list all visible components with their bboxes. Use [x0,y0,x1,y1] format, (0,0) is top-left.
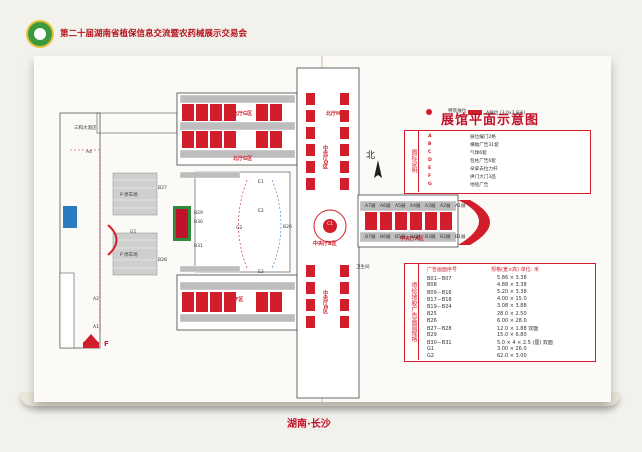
parking-2: P 停车场 [120,253,138,258]
spec-row-size: 12.0 × 1.88 双面 [497,325,539,332]
spec-row-no: B08 [427,282,437,289]
spec-row-size: 3.08 × 3.88 [497,303,527,310]
legend-key-c: C [428,150,432,155]
spec-side-title: 喷绘地胶广告画面规格 [404,263,419,360]
label-e2: E2 [258,209,264,214]
wc-label: 卫生间 [356,265,370,270]
legend-key-d: D [428,158,432,163]
legend-item-a: 展位编门2格 [470,135,496,140]
label-t3: 特03 [344,206,355,211]
label-b3: B3展 [425,235,436,240]
label-e1: E1 [258,180,264,185]
spec-row-size: 15.0 × 6.80 [497,331,527,338]
legend-item-g: 地毯广告 [470,183,489,188]
label-a4b: A4展 [410,204,421,209]
north-label: 北 [366,151,376,161]
label-b1: B1展 [455,235,466,240]
label-c1: C1 [327,222,334,227]
label-t2: 特02 [300,244,311,249]
zone-center-e: 中央厅E区 [322,290,328,314]
spec-row-size: 28.0 × 2.50 [497,310,527,317]
spec-row-size: 4.00 × 15.0 [497,296,527,303]
legend-booth-a: A展位 (3.0x3.0米) [486,111,526,116]
spec-row-size: 4.88 × 3.38 [497,282,527,289]
spec-row-size: 5.0 × 4 × 2.5 (厘) 双面 [497,339,553,346]
label-g1: G1 [130,230,137,235]
label-e3: E3 [258,270,264,275]
parking-1: P 停车场 [120,193,138,198]
spec-row-size: 3.00 × 26.0 [497,346,527,352]
zone-north-h: 北厅H区 [326,111,346,117]
zone-center-b: 中央厅B区 [313,241,337,247]
spec-row-no: G2 [427,353,435,360]
spec-row-no: B26 [427,317,437,324]
zone-north-g-2: 北厅G区 [233,156,253,162]
spec-row-size: 6.00 × 28.0 [497,317,527,324]
spec-row-no: B29 [427,331,437,338]
label-b6: B6展 [380,235,391,240]
legend-key-g: G [428,182,432,187]
footer-city: 湖南·长沙 [287,419,331,430]
legend-key-f: F [428,174,432,179]
legend-item-c: 气球6套 [470,151,487,156]
spec-row-no: B27－B28 [427,325,452,332]
label-a6: A6展 [380,204,391,209]
spec-row-no: B25 [427,310,437,317]
label-b5: B5展 [395,235,406,240]
label-b30: B30 [194,220,203,225]
spec-row-no: B30－B31 [427,339,452,346]
label-b28: B28 [158,258,167,263]
zone-center-d: 中央厅D区 [322,145,328,170]
legend-item-e: 朵拿去拉力杆 [470,167,498,172]
spec-header-no: 广告画面序号 [427,267,458,273]
spec-row-size: 5.20 × 3.38 [497,289,527,296]
label-a7: A7展 [365,204,376,209]
zone-south-f: 南厅F区 [225,297,244,303]
label-f: F [104,340,109,348]
entrance-label: 三和大酒店 [74,126,97,131]
zone-north-g: 北厅G区 [233,111,253,117]
spec-table [404,263,596,362]
legend-special-booth: 特装展位 [448,109,467,114]
label-a5: A5展 [395,204,406,209]
spec-row-no: B01－B07 [427,276,452,282]
zone-center-a: 中央厅A区 [400,236,424,242]
label-a4: A4 [86,150,92,155]
logo-icon [26,20,54,48]
spec-row-size: 5.86 × 3.38 [497,275,527,281]
label-a1: A1 [93,325,99,330]
legend-box [404,130,591,194]
spec-row-no: B17－B18 [427,297,452,304]
label-b26: B26 [283,225,292,230]
label-a2b: A2展 [440,204,451,209]
label-a1b: A1展 [455,204,466,209]
spec-row-no: G1 [427,346,435,352]
label-a2: A2 [93,297,99,302]
label-b31: B31 [194,244,203,249]
header-bar: 第二十届湖南省植保信息交流暨农药械展示交易会 [0,0,642,48]
legend-title: 图标说明 [404,130,419,192]
label-t4: 特04 [344,244,355,249]
legend-key-b: B [428,142,432,147]
legend-item-b: 横幅广告31套 [470,143,499,148]
spec-row-no: B19－B24 [427,304,452,311]
page-title: 第二十届湖南省植保信息交流暨农药械展示交易会 [60,29,248,39]
legend-key-e: E [428,166,432,171]
label-a3: A3展 [425,204,436,209]
label-b7: B7展 [365,235,376,240]
label-b27: B27 [158,186,167,191]
label-b4: B4展 [410,235,421,240]
label-t1: 特01 [300,206,311,211]
legend-item-d: 包柱广告6套 [470,159,496,164]
label-b2: B2展 [440,235,451,240]
spec-row-no: B09－B16 [427,290,452,297]
legend-item-f: 拱门大门3品 [470,175,496,180]
label-g2: G2 [236,226,243,231]
label-b29: B29 [194,211,203,216]
plan-title: 展馆平面示意图 [441,113,540,128]
spec-row-size: 62.0 × 3.00 [497,353,527,360]
spec-header-size: 规格(宽×高) 单位: 米 [491,267,539,273]
legend-key-a: A [428,134,432,139]
